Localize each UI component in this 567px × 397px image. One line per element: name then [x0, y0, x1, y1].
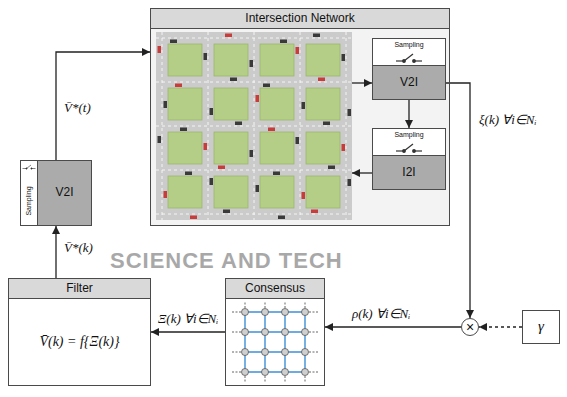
- consensus-graph: [226, 299, 324, 385]
- text-slot: Sampling: [373, 40, 445, 51]
- box-text: Sampling: [25, 186, 33, 215]
- box-text: I2I: [402, 166, 415, 180]
- text-slot: V2I: [373, 65, 445, 99]
- box-text: Sampling: [394, 131, 423, 139]
- signal-arrow: [408, 100, 409, 128]
- signal-arrow: [151, 331, 225, 332]
- box-text: γ: [538, 318, 544, 335]
- signal-arrow: [55, 226, 56, 278]
- signal-label: V̄*(t): [62, 100, 93, 116]
- gain-box: γ: [522, 310, 560, 344]
- signal-arrow: [352, 172, 372, 173]
- text-slot: Sampling: [21, 177, 37, 225]
- multiplier-junction: ×: [461, 318, 479, 336]
- box-text: V2I: [400, 76, 418, 90]
- box-heading: Intersection Network: [245, 12, 354, 26]
- sampling-box: Sampling V2I: [20, 160, 92, 226]
- text-slot: I2I: [373, 155, 445, 189]
- box-heading: Filter: [66, 282, 93, 296]
- text-slot: γ: [523, 311, 559, 343]
- consensus-box: Consensus: [225, 278, 325, 386]
- text-slot: ×: [462, 319, 478, 335]
- box-text: V̄(k) = f{Ξ(k)}: [39, 334, 119, 350]
- signal-label: ρ(k) ∀i∈Nᵢ: [350, 306, 412, 322]
- text-slot: Filter: [9, 279, 150, 299]
- text-slot: V̄(k) = f{Ξ(k)}: [9, 299, 150, 385]
- signal-arrow: [56, 52, 150, 160]
- signal-arrow: [479, 326, 522, 327]
- text-slot: Sampling: [373, 130, 445, 141]
- box-text: ×: [466, 319, 474, 335]
- panel-ground: [150, 8, 450, 226]
- intersection-map: [156, 32, 352, 220]
- watermark: SCIENCE AND TECH: [110, 248, 343, 274]
- signal-arrow: [325, 326, 461, 327]
- box-heading: Consensus: [245, 282, 305, 296]
- filter-box: FilterV̄(k) = f{Ξ(k)}: [8, 278, 151, 386]
- sampling-switch: [395, 142, 423, 154]
- signal-label: ξ(k) ∀i∈Nᵢ: [477, 112, 539, 128]
- signal-label: V̄*(k): [62, 240, 95, 256]
- signal-arrow: [352, 82, 372, 83]
- sampling-box: SamplingV2I: [372, 38, 446, 100]
- box-text: V2I: [55, 186, 73, 200]
- text-slot: V2I: [37, 161, 91, 225]
- text-slot: Consensus: [226, 279, 324, 299]
- text-slot: Intersection Network: [151, 9, 449, 29]
- network-panel: Intersection NetworkSamplingV2ISamplingI…: [150, 8, 450, 226]
- sampling-box: SamplingI2I: [372, 128, 446, 190]
- sampling-switch: [22, 164, 36, 170]
- sampling-switch: [395, 52, 423, 64]
- signal-label: Ξ(k) ∀i∈Nᵢ: [156, 311, 220, 327]
- box-text: Sampling: [394, 41, 423, 49]
